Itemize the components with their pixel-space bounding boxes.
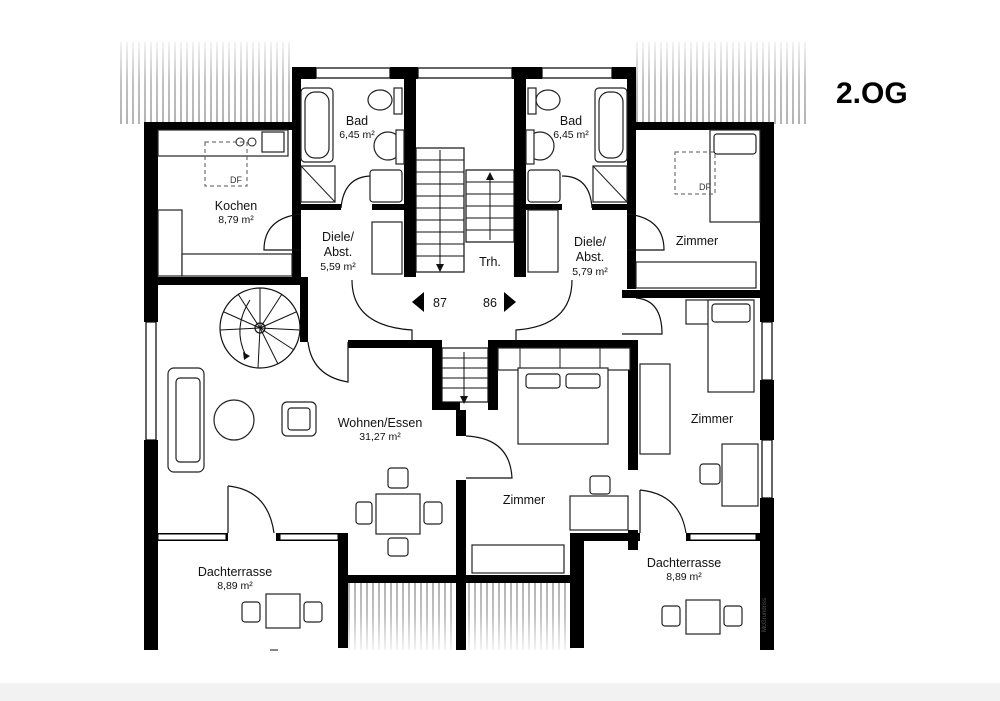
room-area-wohnen: 31,27 m²	[359, 431, 401, 443]
room-label-kochen: Kochen	[215, 199, 257, 213]
room-area-bad-right: 6,45 m²	[553, 129, 589, 141]
room-label-zimmer-top-right: Zimmer	[676, 234, 718, 248]
center-bedroom-furniture	[471, 347, 631, 574]
skylight-label-kochen: DF	[230, 175, 242, 185]
spiral-stair	[219, 287, 301, 369]
bottom-shadow	[0, 683, 1000, 701]
bathroom-fixtures	[300, 87, 628, 275]
skylight-label-zimmer: DF	[699, 182, 711, 192]
room-label-wohnen: Wohnen/Essen	[338, 416, 423, 430]
room-label-bad-left: Bad	[346, 114, 368, 128]
room-area-terrasse-right: 8,89 m²	[666, 571, 702, 583]
room-label-zimmer-mid-right: Zimmer	[691, 412, 733, 426]
room-label-terrasse-right: Dachterrasse	[647, 556, 721, 570]
staircase	[351, 147, 573, 404]
room-label-diele-right-2: Abst.	[576, 250, 605, 264]
room-label-terrasse-left: Dachterrasse	[198, 565, 272, 579]
room-label-diele-left-1: Diele/	[322, 230, 354, 244]
right-rooms-furniture	[635, 129, 761, 507]
kitchen-fixtures	[157, 129, 293, 277]
left-door-arrow-icon	[412, 292, 424, 312]
door-swings	[227, 175, 687, 534]
room-label-zimmer-center: Zimmer	[503, 493, 545, 507]
room-label-bad-right: Bad	[560, 114, 582, 128]
watermark-text: McGrundriss	[762, 598, 768, 632]
right-door-arrow-icon	[504, 292, 516, 312]
floor-label: 2.OG	[836, 77, 908, 110]
room-area-terrasse-left: 8,89 m²	[217, 580, 253, 592]
room-area-kochen: 8,79 m²	[218, 214, 254, 226]
living-furniture	[167, 367, 443, 557]
room-label-diele-left-2: Abst.	[324, 245, 353, 259]
room-labels: Bad 6,45 m² Bad 6,45 m² DF DF Kochen 8,7…	[198, 114, 768, 632]
room-area-diele-left: 5,59 m²	[320, 261, 356, 273]
terrace-furniture	[241, 593, 743, 651]
room-area-bad-left: 6,45 m²	[339, 129, 375, 141]
room-area-diele-right: 5,79 m²	[572, 266, 608, 278]
room-label-treppenhaus: Trh.	[479, 255, 501, 269]
stair-number-right: 86	[483, 296, 497, 310]
stair-number-left: 87	[433, 296, 447, 310]
walls	[144, 67, 774, 650]
room-label-diele-right-1: Diele/	[574, 235, 606, 249]
